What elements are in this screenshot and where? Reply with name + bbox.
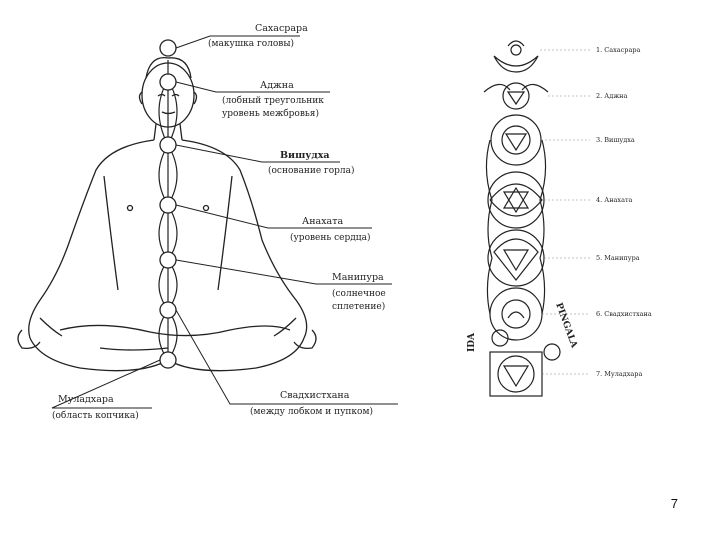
label-anahata-sub: (уровень сердца) <box>290 232 370 243</box>
label-manipura: Манипура <box>332 272 384 283</box>
chakra-point-ajna <box>159 73 177 91</box>
right-label-2: 2. Аджна <box>596 92 628 100</box>
label-muladhara-sub: (область копчика) <box>52 410 139 421</box>
right-label-4: 4. Анахата <box>596 196 633 204</box>
label-svadhisthana-sub: (между лобком и пупком) <box>250 406 373 417</box>
left-chakra-points <box>159 39 177 369</box>
right-labels: 1. Сахасрара 2. Аджна 3. Вишудха 4. Анах… <box>596 46 652 378</box>
chakra-point-vishuddha <box>159 136 177 154</box>
page-number: 7 <box>670 496 678 511</box>
label-vishuddha: Вишудха <box>280 150 330 161</box>
label-manipura-sub2: сплетение) <box>332 301 385 312</box>
chakra-column <box>483 40 561 397</box>
label-svadhisthana: Свадхистхана <box>280 390 350 401</box>
label-anahata: Анахата <box>302 216 343 227</box>
label-ajna-sub: (лобный треугольник <box>222 95 324 106</box>
chakra-point-sahasrara <box>159 39 177 57</box>
label-sahasrara: Сахасрара <box>255 23 308 34</box>
right-label-6: 6. Свадхистхана <box>596 310 652 318</box>
label-ajna: Аджна <box>260 80 294 91</box>
right-label-3: 3. Вишудха <box>596 136 635 144</box>
meditating-figure <box>17 57 317 372</box>
right-label-1: 1. Сахасрара <box>596 46 640 54</box>
chakra-point-manipura <box>159 251 177 269</box>
leader-lines <box>51 35 398 409</box>
right-label-7: 7. Муладхара <box>596 370 642 378</box>
label-vishuddha-sub: (основание горла) <box>268 165 355 176</box>
left-labels: Сахасрара (макушка головы) Аджна (лобный… <box>52 23 386 421</box>
label-muladhara: Муладхара <box>58 394 114 405</box>
ida-label: IDA <box>467 332 477 352</box>
chakra-point-svadhisthana <box>159 301 177 319</box>
label-sahasrara-sub: (макушка головы) <box>208 38 294 49</box>
chakra-point-muladhara <box>159 351 177 369</box>
right-label-5: 5. Манипура <box>596 254 640 262</box>
label-manipura-sub: (солнечное <box>332 288 386 299</box>
label-ajna-sub2: уровень межбровья) <box>222 108 319 119</box>
pingala-label: PINGALA <box>553 302 579 351</box>
chakra-point-anahata <box>159 196 177 214</box>
right-leader-lines <box>540 49 590 375</box>
